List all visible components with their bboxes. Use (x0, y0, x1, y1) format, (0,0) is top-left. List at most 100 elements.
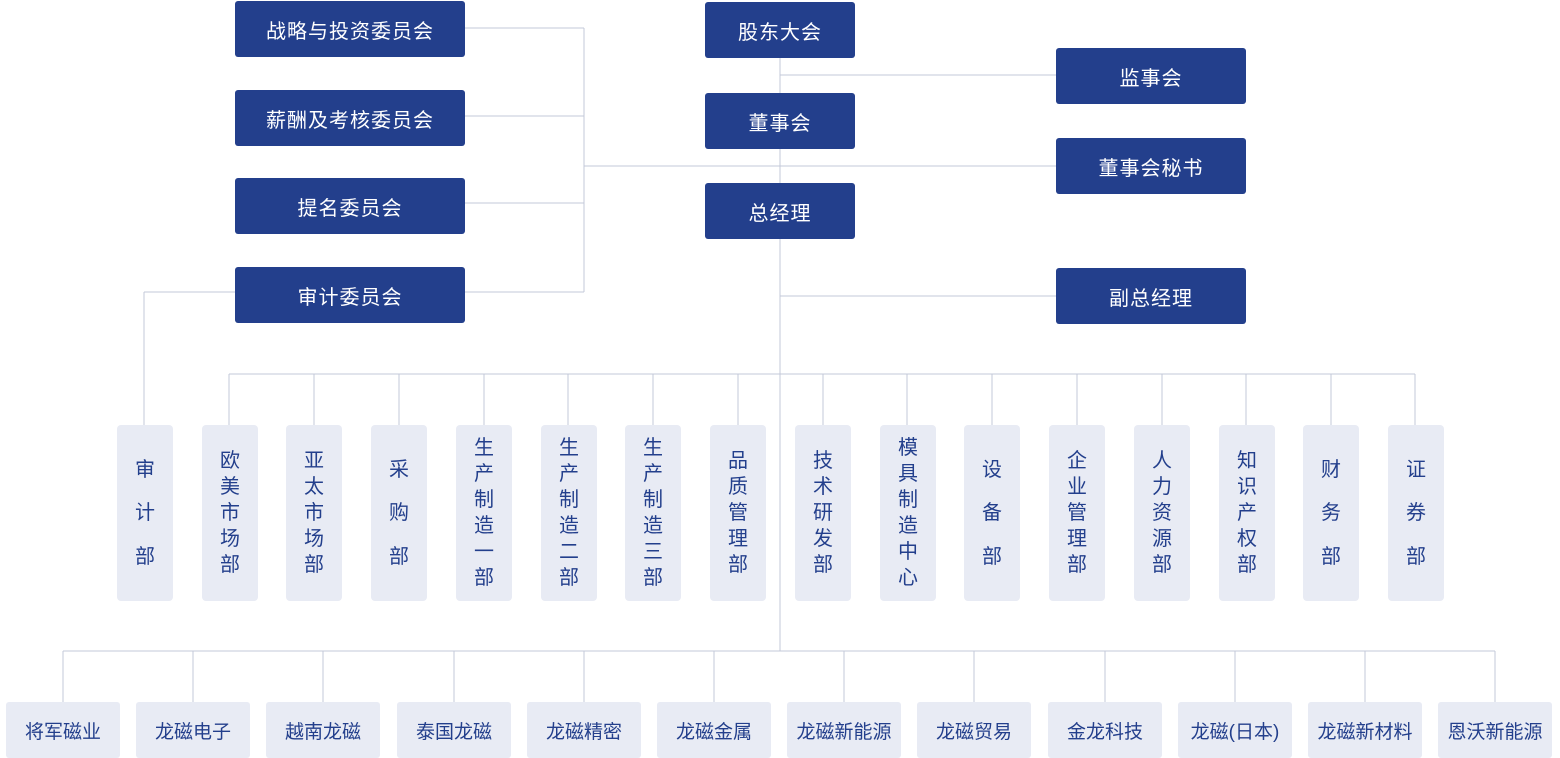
department-char: 产 (1237, 502, 1257, 524)
department-char: 造 (559, 515, 579, 537)
department-char: 部 (1152, 554, 1172, 576)
department-char: 产 (643, 463, 663, 485)
committee-audit: 审计委员会 (235, 267, 465, 323)
department-char: 源 (1152, 528, 1172, 550)
department-char: 部 (135, 545, 155, 568)
department-char: 一 (474, 541, 494, 563)
department-char: 理 (1067, 528, 1087, 550)
department-box: 审计部 (117, 425, 173, 601)
department-box: 生产制造三部 (625, 425, 681, 601)
subsidiary-box: 将军磁业 (6, 702, 120, 758)
department-char: 财 (1321, 458, 1341, 481)
committee-strategy-investment: 战略与投资委员会 (235, 1, 465, 57)
department-char: 生 (474, 437, 494, 459)
deputy-general-manager-box: 副总经理 (1056, 268, 1246, 324)
department-box: 生产制造一部 (456, 425, 512, 601)
department-char: 研 (813, 502, 833, 524)
department-char: 备 (982, 502, 1002, 524)
department-char: 部 (1321, 545, 1341, 568)
department-char: 力 (1152, 476, 1172, 498)
department-char: 美 (220, 476, 240, 498)
department-char: 市 (304, 502, 324, 524)
department-box: 模具制造中心 (880, 425, 936, 601)
department-box: 生产制造二部 (541, 425, 597, 601)
department-char: 场 (304, 528, 324, 550)
department-box: 品质管理部 (710, 425, 766, 601)
department-char: 生 (559, 437, 579, 459)
department-char: 产 (559, 463, 579, 485)
committee-compensation: 薪酬及考核委员会 (235, 90, 465, 146)
department-char: 理 (728, 528, 748, 550)
department-char: 太 (304, 476, 324, 498)
general-manager-box: 总经理 (705, 183, 855, 239)
department-char: 欧 (220, 450, 240, 472)
department-char: 管 (1067, 502, 1087, 524)
department-char: 场 (220, 528, 240, 550)
department-char: 证 (1406, 458, 1426, 481)
subsidiary-box: 龙磁(日本) (1178, 702, 1292, 758)
department-char: 知 (1237, 450, 1257, 472)
department-box: 亚太市场部 (286, 425, 342, 601)
department-char: 制 (643, 489, 663, 511)
department-char: 部 (559, 567, 579, 589)
department-char: 部 (728, 554, 748, 576)
department-char: 造 (474, 515, 494, 537)
shareholders-meeting-box: 股东大会 (705, 2, 855, 58)
department-box: 采购部 (371, 425, 427, 601)
department-char: 采 (389, 458, 409, 481)
subsidiary-box: 泰国龙磁 (397, 702, 511, 758)
department-char: 制 (474, 489, 494, 511)
department-box: 知识产权部 (1219, 425, 1275, 601)
department-box: 证券部 (1388, 425, 1444, 601)
department-char: 人 (1152, 450, 1172, 472)
department-char: 市 (220, 502, 240, 524)
department-char: 模 (898, 437, 918, 459)
department-char: 审 (135, 458, 155, 481)
department-char: 资 (1152, 502, 1172, 524)
department-char: 部 (1406, 545, 1426, 568)
subsidiary-box: 恩沃新能源 (1438, 702, 1552, 758)
committee-nomination: 提名委员会 (235, 178, 465, 234)
department-box: 企业管理部 (1049, 425, 1105, 601)
department-char: 券 (1406, 502, 1426, 524)
department-char: 三 (643, 541, 663, 563)
department-char: 部 (1067, 554, 1087, 576)
department-char: 购 (389, 502, 409, 524)
subsidiary-box: 龙磁金属 (657, 702, 771, 758)
department-char: 设 (982, 458, 1002, 481)
department-box: 技术研发部 (795, 425, 851, 601)
department-char: 品 (728, 450, 748, 472)
subsidiary-box: 龙磁新材料 (1308, 702, 1422, 758)
department-char: 造 (643, 515, 663, 537)
department-char: 部 (304, 554, 324, 576)
department-char: 产 (474, 463, 494, 485)
department-char: 具 (898, 463, 918, 485)
subsidiary-box: 金龙科技 (1048, 702, 1162, 758)
department-char: 计 (135, 502, 155, 524)
department-char: 部 (982, 545, 1002, 568)
department-box: 欧美市场部 (202, 425, 258, 601)
subsidiary-box: 越南龙磁 (266, 702, 380, 758)
department-char: 心 (898, 567, 918, 589)
department-box: 设备部 (964, 425, 1020, 601)
department-char: 质 (728, 476, 748, 498)
department-char: 生 (643, 437, 663, 459)
subsidiary-box: 龙磁精密 (527, 702, 641, 758)
department-box: 人力资源部 (1134, 425, 1190, 601)
department-char: 部 (220, 554, 240, 576)
department-char: 部 (813, 554, 833, 576)
department-char: 制 (559, 489, 579, 511)
department-char: 部 (389, 545, 409, 568)
subsidiary-box: 龙磁新能源 (787, 702, 901, 758)
department-char: 部 (474, 567, 494, 589)
board-secretary-box: 董事会秘书 (1056, 138, 1246, 194)
board-of-directors-box: 董事会 (705, 93, 855, 149)
department-char: 务 (1321, 502, 1341, 524)
department-char: 部 (1237, 554, 1257, 576)
department-char: 造 (898, 515, 918, 537)
department-char: 识 (1237, 476, 1257, 498)
department-char: 发 (813, 528, 833, 550)
department-char: 制 (898, 489, 918, 511)
department-char: 管 (728, 502, 748, 524)
